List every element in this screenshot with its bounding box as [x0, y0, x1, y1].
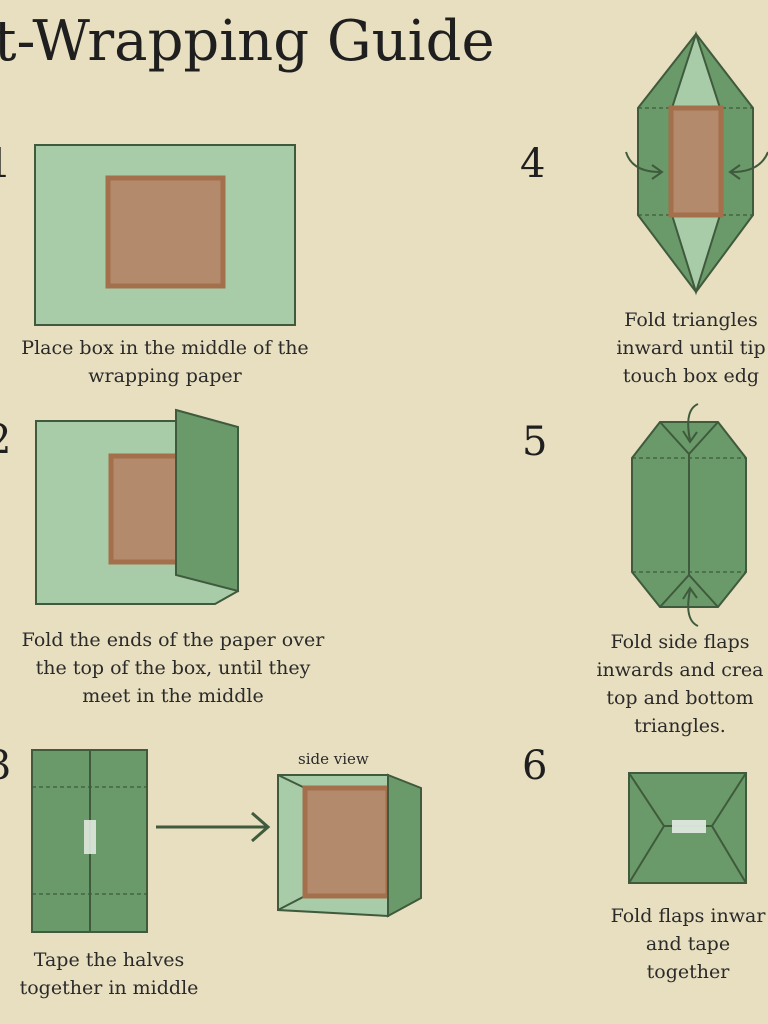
step-6-caption: Fold flaps inwar and tape together [588, 902, 768, 986]
tape-strip [672, 820, 706, 833]
